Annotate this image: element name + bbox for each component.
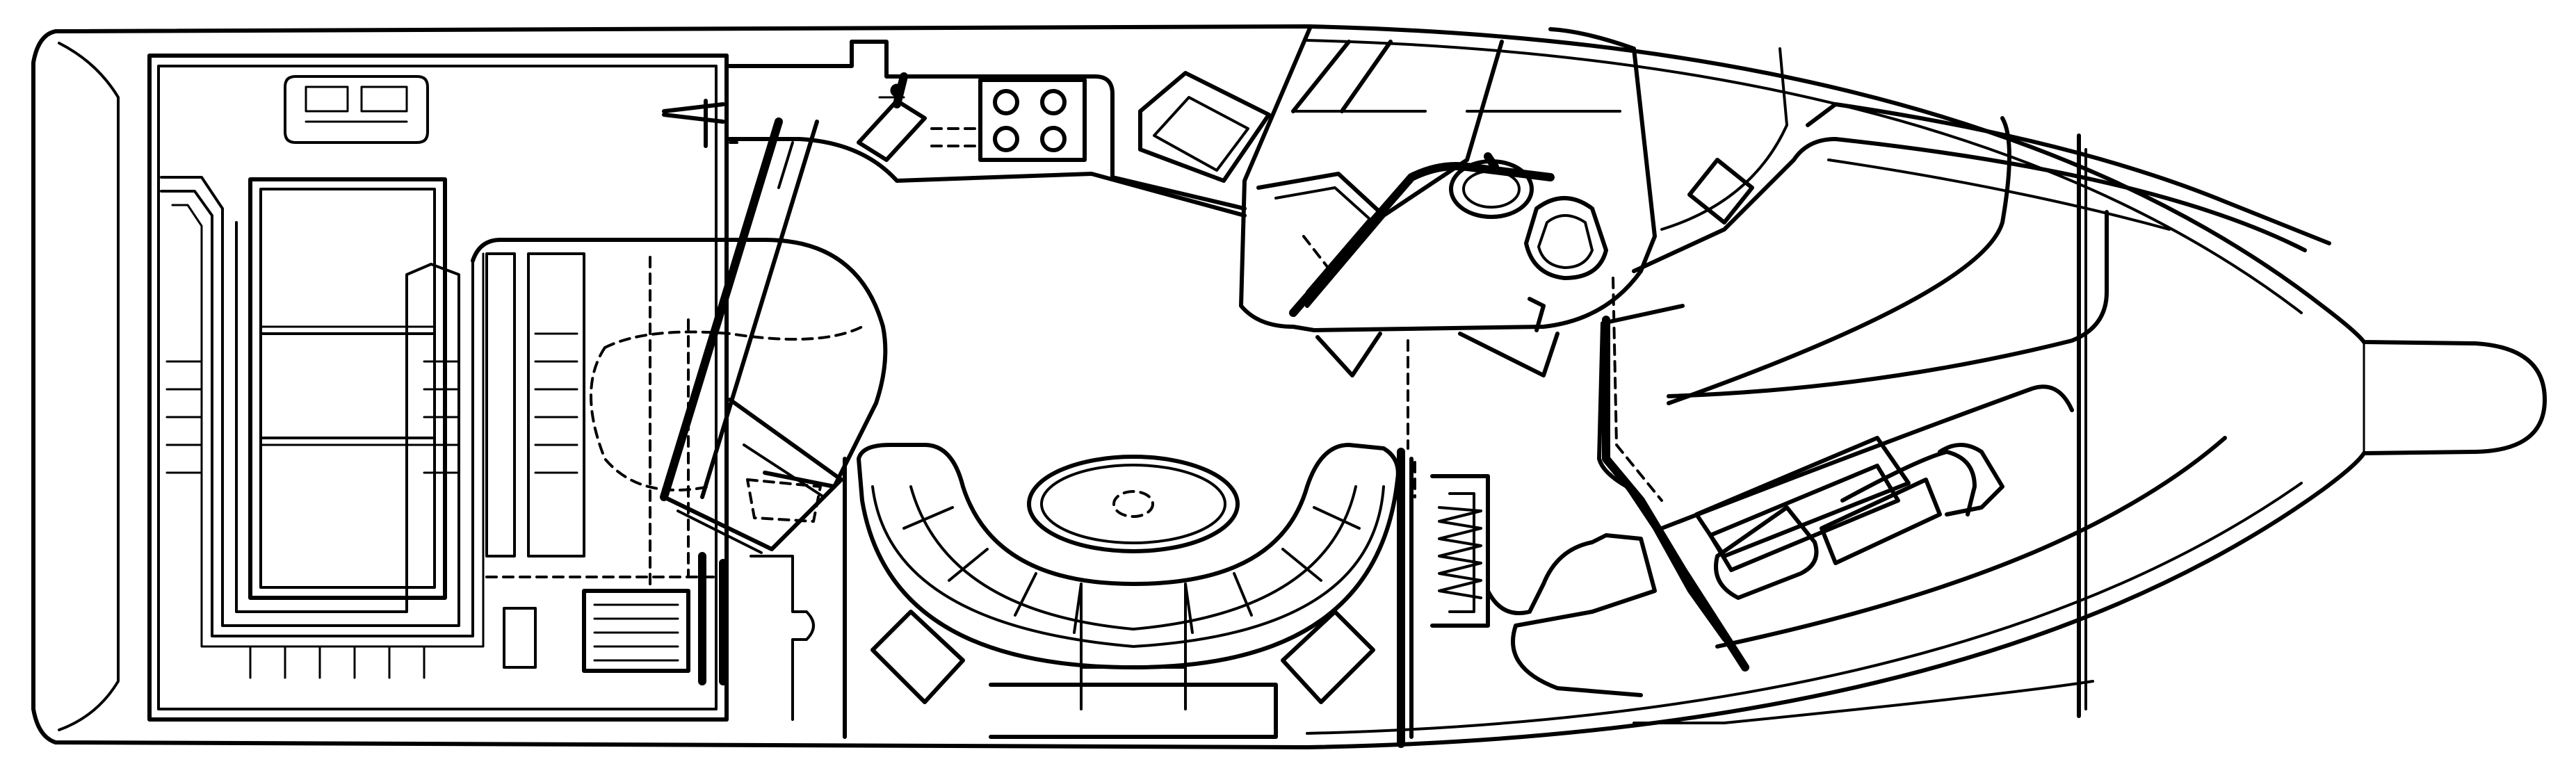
transom-rail <box>662 54 729 722</box>
galley <box>724 40 1271 218</box>
companionway <box>471 238 888 721</box>
salon-dinette <box>843 332 1560 748</box>
bow-locker <box>1633 133 2094 724</box>
stairway <box>660 117 843 554</box>
steps-forward <box>1430 474 1657 697</box>
aft-cockpit <box>147 54 729 722</box>
head <box>1239 24 1657 332</box>
forward-stateroom <box>1597 47 2331 710</box>
